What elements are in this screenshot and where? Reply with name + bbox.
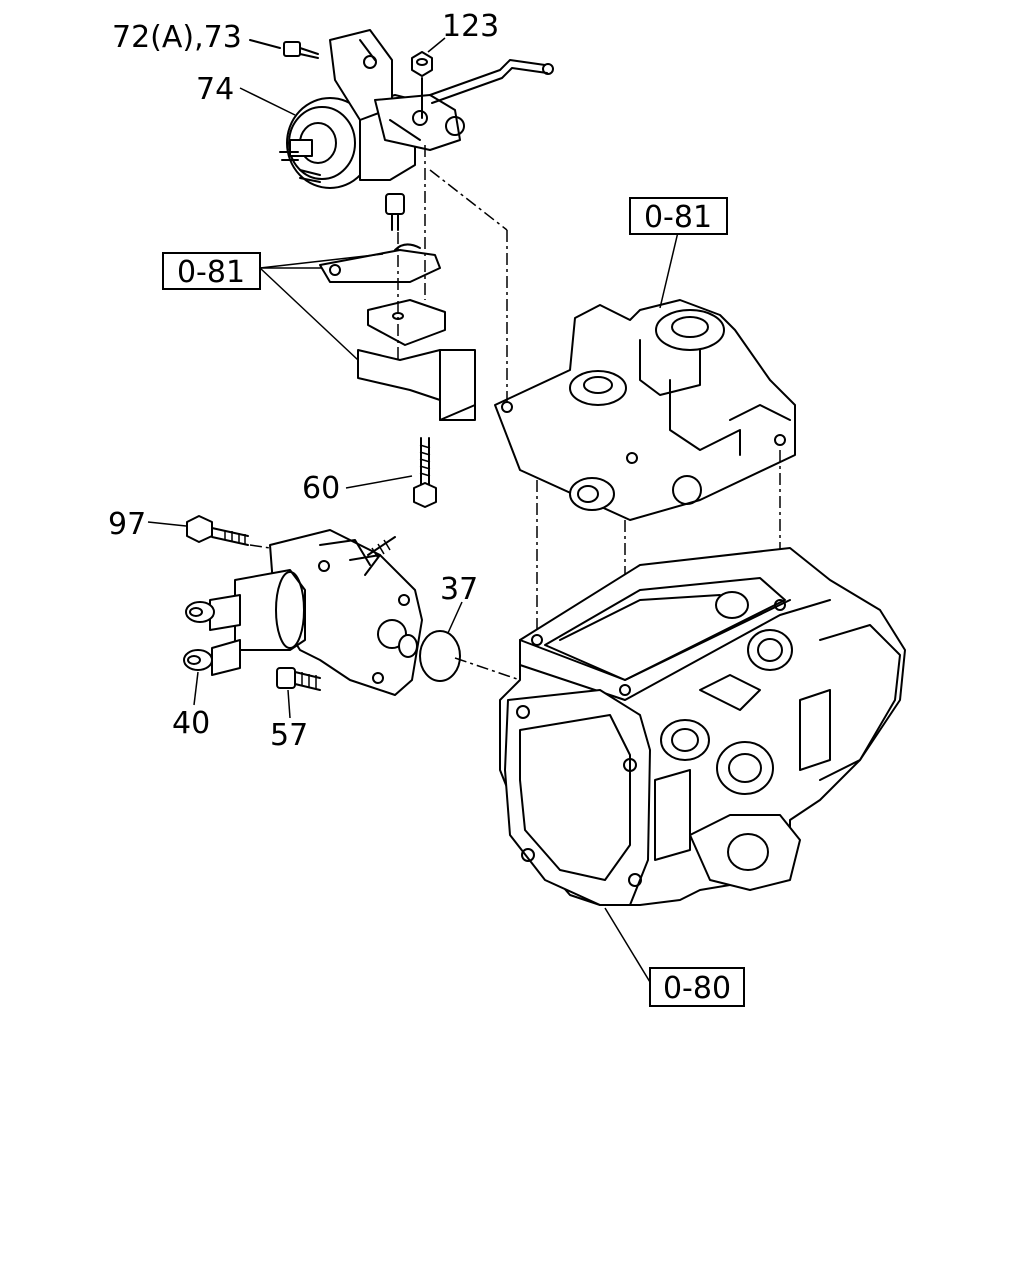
ref-box-081-left[interactable]: 0-81 xyxy=(162,252,261,290)
ref-box-081-top[interactable]: 0-81 xyxy=(629,197,728,235)
callout-74: 74 xyxy=(196,72,234,107)
nut-123 xyxy=(411,51,433,119)
ref-box-080[interactable]: 0-80 xyxy=(649,967,745,1007)
ref-label-081-left: 0-81 xyxy=(177,255,245,290)
ref-label-080: 0-80 xyxy=(663,971,731,1006)
ref-label-081-top: 0-81 xyxy=(644,200,712,235)
callout-60: 60 xyxy=(302,471,340,506)
callout-57: 57 xyxy=(270,718,308,753)
o-ring-37 xyxy=(419,630,461,682)
callout-40: 40 xyxy=(172,706,210,741)
bolt-60 xyxy=(413,437,437,508)
injection-pump-body-080 xyxy=(499,547,906,906)
screw-57 xyxy=(276,667,321,691)
callout-123: 123 xyxy=(442,9,499,44)
vacuum-actuator-74 xyxy=(279,29,554,189)
bolt-97 xyxy=(186,515,249,546)
valve-assembly-40 xyxy=(183,529,423,696)
bolt-72a-73 xyxy=(249,39,319,59)
pump-cover-081 xyxy=(494,299,796,521)
callout-97: 97 xyxy=(108,507,146,542)
callout-72a-73: 72(A),73 xyxy=(112,20,242,55)
leader-lines xyxy=(147,37,679,988)
bracket-assembly xyxy=(319,193,476,421)
callout-37: 37 xyxy=(440,572,478,607)
